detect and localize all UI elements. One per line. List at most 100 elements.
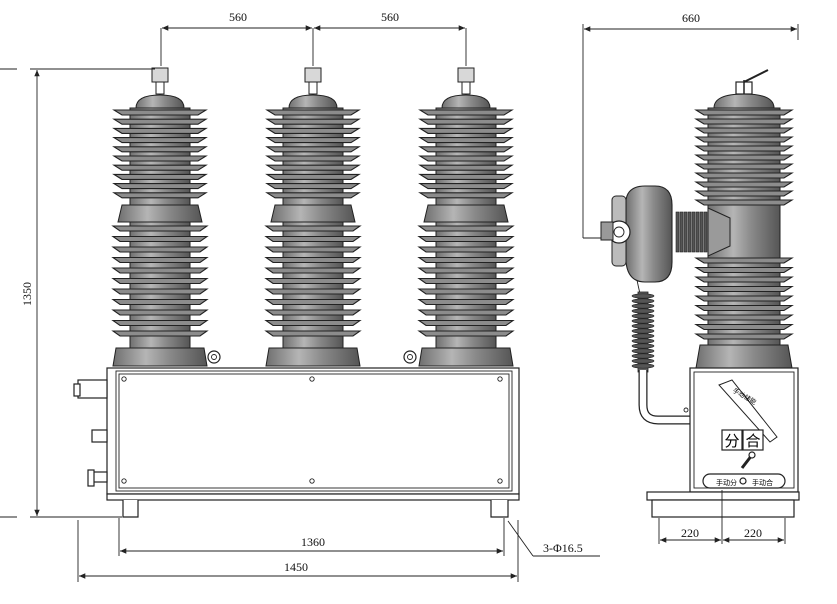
- bellows-ring: [703, 211, 708, 253]
- shed: [265, 146, 361, 153]
- side-shed: [694, 118, 794, 125]
- side-shed: [694, 266, 794, 274]
- terminal-stem: [155, 81, 165, 95]
- dim-overall-width: 1450: [284, 560, 308, 574]
- bellows-ring: [695, 211, 700, 253]
- bellows-ring: [687, 211, 692, 253]
- insulator-base: [265, 347, 361, 367]
- side-shed: [694, 257, 794, 264]
- shed: [112, 164, 208, 171]
- side-shed: [694, 314, 794, 321]
- cable-fin: [631, 343, 655, 349]
- shed: [265, 109, 361, 116]
- terminal-cap: [304, 67, 322, 83]
- shed: [111, 256, 209, 264]
- insulator-column: [111, 67, 209, 367]
- shed: [418, 118, 514, 125]
- side-view: 660 手动储能 分 合: [582, 11, 800, 544]
- cable-fin: [631, 358, 655, 364]
- side-shed: [694, 127, 794, 134]
- insulator-flange: [423, 204, 509, 223]
- side-shed: [694, 285, 794, 293]
- shed: [265, 127, 361, 134]
- dim-mount-holes: 3-Φ16.5: [543, 541, 583, 555]
- shed: [111, 319, 209, 327]
- cable-fin: [631, 298, 655, 304]
- label-open: 分: [724, 432, 739, 450]
- side-insulator: [694, 93, 794, 369]
- shed: [111, 298, 209, 306]
- shed: [264, 246, 362, 253]
- shed: [417, 319, 515, 327]
- shed: [264, 319, 362, 327]
- cable-fin: [631, 333, 655, 339]
- shed: [418, 109, 514, 116]
- shed: [112, 137, 208, 144]
- side-shed: [694, 109, 794, 116]
- shed: [111, 235, 209, 243]
- cable-fin: [631, 303, 655, 309]
- shed: [418, 146, 514, 153]
- shed: [417, 277, 515, 285]
- shed: [418, 155, 514, 162]
- shed: [264, 225, 362, 232]
- shed: [111, 277, 209, 285]
- insulator-column: [417, 67, 515, 367]
- insulator-flange: [117, 204, 203, 223]
- side-dome: [713, 93, 775, 109]
- shed: [112, 192, 208, 199]
- manual-close-label: 手动合: [752, 478, 773, 487]
- shed: [265, 164, 361, 171]
- cable-fin: [631, 328, 655, 334]
- shed: [265, 192, 361, 199]
- side-shed: [694, 304, 794, 312]
- shed: [112, 127, 208, 134]
- side-shed: [694, 172, 794, 179]
- shed: [112, 118, 208, 125]
- dim-overall-height: 1350: [20, 282, 34, 306]
- bellows-ring: [699, 211, 704, 253]
- side-shed: [694, 199, 794, 206]
- shed: [418, 173, 514, 180]
- shed: [417, 235, 515, 243]
- shed: [417, 225, 515, 232]
- shed: [418, 183, 514, 190]
- side-shed: [694, 136, 794, 143]
- bellows: [675, 211, 708, 253]
- shed: [418, 164, 514, 171]
- shed: [111, 246, 209, 253]
- shed: [264, 309, 362, 316]
- cable-fin: [631, 348, 655, 354]
- shed: [265, 173, 361, 180]
- shed: [417, 298, 515, 306]
- dim-mount-spacing: 1360: [301, 535, 325, 549]
- shed: [265, 118, 361, 125]
- shed: [264, 298, 362, 306]
- shed: [112, 173, 208, 180]
- front-dimensions: 560 560 1350 1360 1450 3-Φ16.5: [0, 10, 600, 582]
- shed: [418, 192, 514, 199]
- lower-fins: [631, 291, 655, 373]
- cable-fin: [631, 313, 655, 319]
- shed: [417, 330, 515, 337]
- cable-fin: [631, 338, 655, 344]
- cable-fin: [631, 318, 655, 324]
- shed: [112, 146, 208, 153]
- insulator-base: [418, 347, 514, 367]
- dim-phase-spacing-right: 560: [381, 10, 399, 24]
- shed: [417, 309, 515, 316]
- insulator-base: [112, 347, 208, 367]
- side-shed: [694, 333, 794, 340]
- side-shed: [694, 145, 794, 152]
- shed: [417, 256, 515, 264]
- side-shed: [694, 163, 794, 170]
- insulator-dome: [441, 94, 491, 109]
- shed: [264, 256, 362, 264]
- shed: [265, 183, 361, 190]
- insulator-column: [264, 67, 362, 367]
- side-shed: [694, 295, 794, 302]
- shed: [112, 155, 208, 162]
- shed: [265, 137, 361, 144]
- manual-open-label: 手动分: [716, 478, 737, 487]
- side-shed: [694, 276, 794, 283]
